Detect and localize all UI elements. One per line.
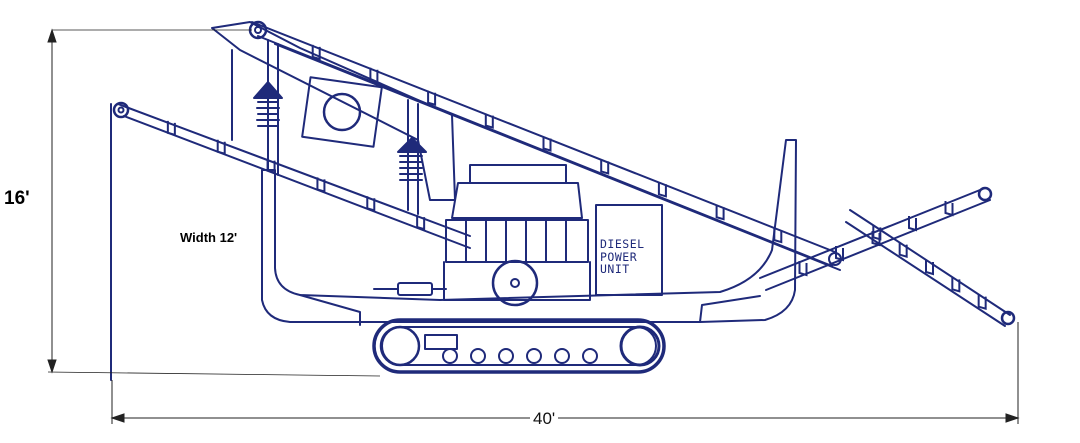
track-idler xyxy=(379,325,421,367)
dimension-lines xyxy=(47,28,1020,424)
track-drive-sprocket xyxy=(619,325,661,367)
screen-motor xyxy=(322,92,362,132)
discharge-conveyor-idler xyxy=(416,215,426,231)
side-conveyor-pulley xyxy=(977,186,993,202)
main-conveyor-idler xyxy=(715,205,725,221)
main-conveyor-idler xyxy=(657,182,667,198)
main-conveyor-idler xyxy=(311,44,321,61)
length-dimension-label: 40' xyxy=(530,409,559,429)
discharge-conveyor-idler xyxy=(166,120,176,137)
main-conveyor-idler xyxy=(542,136,552,152)
diesel-power-unit-box xyxy=(595,204,663,296)
discharge-conveyor-pulley xyxy=(112,101,130,119)
discharge-conveyor-idler xyxy=(366,196,376,212)
fines-conveyor-pulley xyxy=(1000,310,1016,326)
side-conveyor-idler xyxy=(944,201,954,217)
chassis-body xyxy=(261,139,797,326)
side-conveyor-idler xyxy=(835,246,844,262)
discharge-conveyor-idler xyxy=(316,177,326,193)
crusher-flywheel xyxy=(491,259,539,307)
diesel-power-unit-line: POWER xyxy=(600,249,638,264)
spring-tower-right xyxy=(397,99,427,215)
crawler-track xyxy=(372,318,666,374)
side-conveyor-idler xyxy=(908,216,917,232)
hydraulic-cylinder xyxy=(373,282,447,296)
diesel-power-unit-line: UNIT xyxy=(600,262,630,276)
height-dimension-label: 16' xyxy=(4,188,30,209)
side-conveyor xyxy=(759,186,1016,327)
main-conveyor-idler xyxy=(369,67,379,84)
main-conveyor-idler xyxy=(600,159,610,175)
discharge-conveyor xyxy=(110,101,471,381)
width-dimension-label: Width 12' xyxy=(180,230,238,245)
fines-conveyor-idler xyxy=(951,277,961,293)
side-conveyor-idler xyxy=(798,261,808,277)
vibrating-screen-housing xyxy=(301,76,383,148)
main-conveyor-idler xyxy=(484,113,494,129)
spring-tower-left xyxy=(253,39,283,176)
diesel-power-unit-label: DIESEL POWER UNIT xyxy=(600,238,660,276)
fines-conveyor-idler xyxy=(925,260,934,276)
cone-crusher xyxy=(443,164,591,307)
discharge-conveyor-idler xyxy=(216,139,226,156)
diesel-power-unit-line: DIESEL xyxy=(600,237,645,251)
fines-conveyor-idler xyxy=(872,225,882,241)
discharge-conveyor-idler xyxy=(266,158,276,174)
main-conveyor-idler xyxy=(427,90,437,107)
main-conveyor-idler xyxy=(773,228,783,244)
fines-conveyor-idler xyxy=(977,294,987,310)
fines-conveyor-idler xyxy=(898,242,908,258)
